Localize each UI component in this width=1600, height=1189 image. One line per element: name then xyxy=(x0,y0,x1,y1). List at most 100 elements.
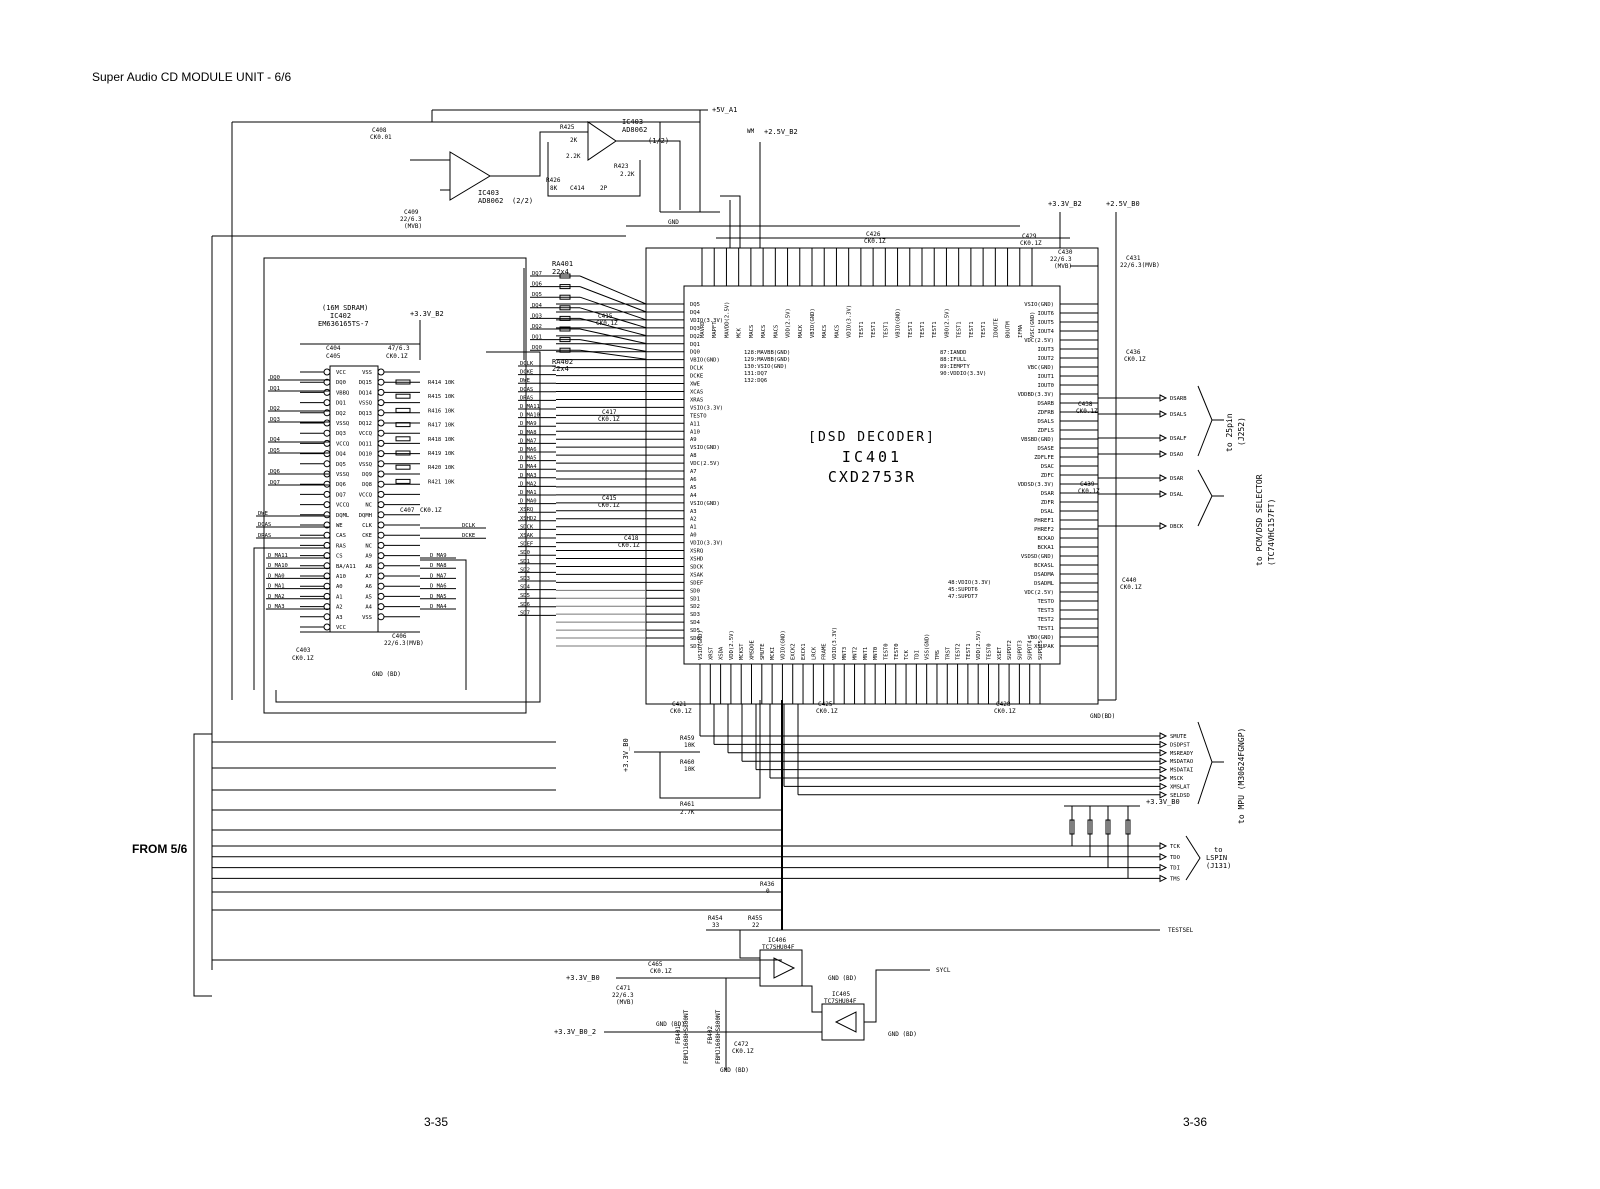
note-left: 131:DQ7 xyxy=(744,371,767,377)
sdram-right-pin: A9 xyxy=(365,554,372,560)
svg-text:CK0.1Z: CK0.1Z xyxy=(670,708,692,715)
sdram-addr-net-right: D_MA4 xyxy=(430,604,447,610)
svg-text:CK0.1Z: CK0.1Z xyxy=(732,1048,754,1055)
rail-2v5-b0: +2.5V_B0 xyxy=(1106,200,1140,208)
ic401-left-net: SD4 xyxy=(520,585,531,591)
ic401-left-pins: DQ5DQ4VDIO(3.3V)DQ3DQ2DQ1DQ0VBIO(GND)DCL… xyxy=(646,302,723,650)
sdram-left-pin: A3 xyxy=(336,615,343,621)
ic401-left-pin: SD3 xyxy=(690,612,700,618)
note-left: 129:MAVBB(GND) xyxy=(744,357,790,363)
svg-text:FBMJ1608HS800NT: FBMJ1608HS800NT xyxy=(683,1009,690,1064)
ic401-bottom-pin: EXCK1 xyxy=(801,643,807,660)
ic401-bottom-pin: TEST1 xyxy=(966,643,972,660)
sdram-right-pin: VCCQ xyxy=(359,431,372,437)
svg-text:10K: 10K xyxy=(684,742,695,749)
ic401-top-pin: VBIO(GND) xyxy=(810,308,816,338)
sdram-resistor: R420 10K xyxy=(428,465,455,471)
ic401-left-pin: A10 xyxy=(690,429,700,435)
ic401-left-pin: DQ3 xyxy=(690,326,700,332)
ic401-left-pin: A4 xyxy=(690,493,697,499)
ic401-left-pin: SD1 xyxy=(690,596,700,602)
ic401-right-pin: IOUT2 xyxy=(1037,356,1054,362)
gnd-ic406: GND (BD) xyxy=(828,975,857,982)
jtag-signal: TMS xyxy=(1170,876,1180,882)
ic401-right-pin: DSAL xyxy=(1041,509,1055,515)
ic401-top-pin: MAVDD(2.5V) xyxy=(724,302,730,338)
ic401-right-pins: VSIO(GND)IOUT6IOUT5IOUT4VDC(2.5V)IOUT3IO… xyxy=(1018,302,1098,650)
ic401-bottom-pin: VDIO(GND) xyxy=(780,630,786,660)
svg-text:C440: C440 xyxy=(1122,577,1137,584)
svg-text:22x4: 22x4 xyxy=(552,268,569,276)
ic401-right-pin: TESTO xyxy=(1037,599,1054,605)
ra-net: DQ0 xyxy=(532,345,542,351)
svg-text:10K: 10K xyxy=(684,766,695,773)
ic401-right-pin: BCKA1 xyxy=(1037,545,1054,551)
ic401-left-pin: A9 xyxy=(690,437,697,443)
ic401-left-net: D_MA3 xyxy=(520,473,537,479)
ic401-top-pin: IFMA xyxy=(1018,324,1024,338)
ic401-top-pin: MACS xyxy=(761,325,767,338)
mpu-signal: XMSLAT xyxy=(1170,784,1191,790)
ic401-bottom-pin: XSET xyxy=(997,646,1003,660)
ic401-left-pin: XSAK xyxy=(690,572,704,578)
sdram-addr-net-left: D_MA10 xyxy=(268,563,288,569)
ic401-bottom-pin: TCK xyxy=(904,649,910,660)
ic401-left-net: D_MA9 xyxy=(520,421,537,427)
note-left: 130:VSIO(GND) xyxy=(744,364,787,370)
svg-text:R426: R426 xyxy=(546,177,561,184)
sdram-left-pin: RAS xyxy=(336,543,346,549)
ic401-ref: IC401 xyxy=(842,448,902,466)
mpu-signal: DSDPST xyxy=(1170,742,1191,748)
sdram-addr-net-left: D_MA2 xyxy=(268,594,285,600)
sdram-right-pin: DQ10 xyxy=(359,452,372,458)
ic401-right-pin: TEST2 xyxy=(1037,617,1054,623)
ic401-right-pin: VSDSD(GND) xyxy=(1021,554,1054,560)
audio-output: DSAR xyxy=(1170,476,1184,482)
ic401-right-pin: ZDFLFE xyxy=(1034,455,1054,461)
svg-text:C415: C415 xyxy=(598,313,613,320)
sdram-right-pin: A5 xyxy=(365,594,372,600)
svg-text:R460: R460 xyxy=(680,759,695,766)
audio-output: DSAO xyxy=(1170,452,1183,458)
gnd-ic405: GND (BD) xyxy=(888,1031,917,1038)
svg-text:CK0.1Z: CK0.1Z xyxy=(386,353,408,360)
ic401-bottom-pin: TMS xyxy=(935,650,941,660)
sdram-nets: DQ0DQ1DQ2DQ3DQ4DQ5DQ6DQ7DWEDCASDRASD_MA1… xyxy=(256,375,486,610)
sdram-right-pin: VSS xyxy=(362,370,372,376)
ic401-top-pin: VBIO(GND) xyxy=(896,308,902,338)
ic401-bottom-pin: VSS(GND) xyxy=(925,634,931,661)
mpu-dest: to MPU (M30624FGNGP) xyxy=(1237,728,1246,824)
ic401-top-pin: TEST1 xyxy=(969,321,975,338)
svg-text:CK0.1Z: CK0.1Z xyxy=(618,542,640,549)
svg-text:C407: C407 xyxy=(400,507,415,514)
svg-text:RA402: RA402 xyxy=(552,358,573,366)
ic401-left-wires: DCLKDCKEDWEDCASDRASD_MA11D_MA10D_MA9D_MA… xyxy=(518,303,646,647)
svg-text:C426: C426 xyxy=(866,231,881,238)
ic401-bottom-pin: FRAME xyxy=(822,643,828,660)
sdram-right-pin: DQ8 xyxy=(362,482,372,488)
sdram-ctrl-net: DRAS xyxy=(258,533,271,539)
audio-output: DBCK xyxy=(1170,524,1184,530)
ic401-left-net: DCAS xyxy=(520,387,533,393)
sdram-right-pin: NC xyxy=(365,543,372,549)
ic401-top-pin: IDOUTE xyxy=(993,318,999,338)
ic401-top-pin: MACS xyxy=(749,325,755,338)
ic401-left-net: D_MA7 xyxy=(520,438,537,444)
note-right2: 47:SUPDT7 xyxy=(948,594,978,600)
dest-j252: (J252) xyxy=(1237,417,1246,446)
mpu-signal: MSDATAI xyxy=(1170,768,1193,774)
ic401-top-pin: MAVRD xyxy=(700,321,706,338)
mpu-signal: SELDSD xyxy=(1170,793,1190,799)
rail-3v3-b2: +3.3V_B2 xyxy=(1048,200,1082,208)
svg-text:C409: C409 xyxy=(404,209,419,216)
sdram-left-pin: A1 xyxy=(336,594,343,600)
svg-text:R454: R454 xyxy=(708,915,723,922)
svg-text:RA401: RA401 xyxy=(552,260,573,268)
audio-output: DSAL xyxy=(1170,492,1184,498)
ic401-right-pin: DSAC xyxy=(1041,464,1054,470)
sdram-right-pin: DQ14 xyxy=(359,390,373,396)
ic401-right-pin: BCKASL xyxy=(1034,563,1055,569)
ic401-left-pin: XCAS xyxy=(690,389,703,395)
jtag-dest-lspin: LSPIN xyxy=(1206,854,1227,862)
